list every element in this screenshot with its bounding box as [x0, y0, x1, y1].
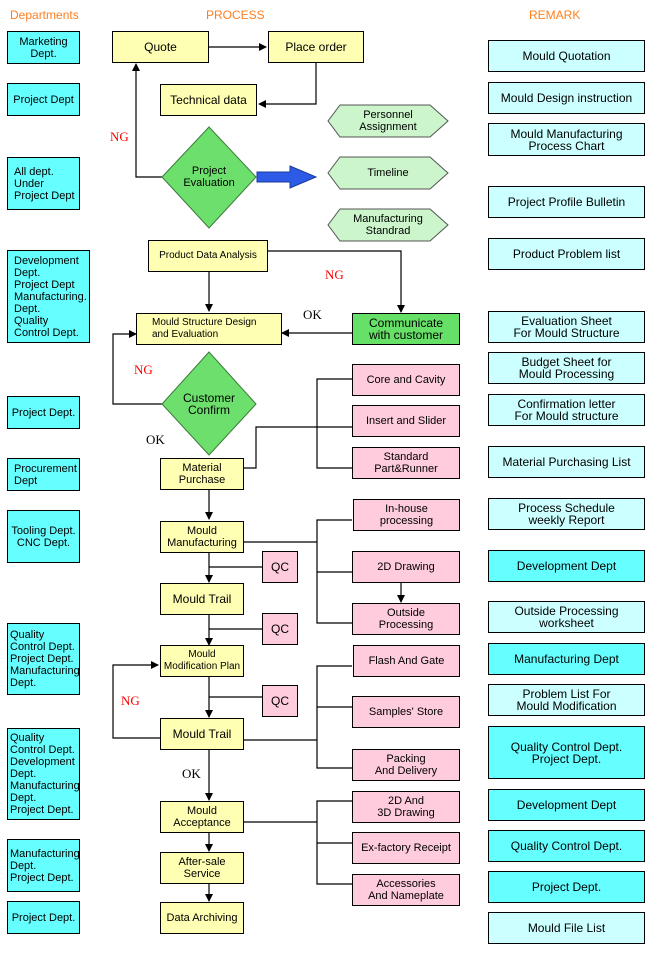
dept-development-group: Development Dept. Project Dept Manufactu… [7, 250, 90, 343]
technical-data-box: Technical data [160, 84, 257, 116]
ng-label-mould-trail: NG [121, 693, 140, 708]
remark-budget-sheet: Budget Sheet for Mould Processing [488, 352, 645, 384]
remark-quality-project-dept: Quality Control Dept. Project Dept. [488, 726, 645, 779]
samples-store-box: Samples' Store [352, 696, 460, 728]
arrow-confirm-ng-to-structure [112, 330, 162, 405]
place-order-box: Place order [268, 31, 364, 63]
ng-label-analysis: NG [325, 267, 344, 282]
accessories-nameplate-box: Accessories And Nameplate [352, 874, 460, 906]
line-flash-to-packing [316, 665, 352, 769]
remark-product-problem-list: Product Problem list [488, 238, 645, 270]
remark-quality-control-dept: Quality Control Dept. [488, 830, 645, 862]
ng-label-customer-confirm: NG [134, 362, 153, 377]
customer-confirm-diamond [161, 351, 257, 456]
remark-project-profile-bulletin: Project Profile Bulletin [488, 186, 645, 218]
inhouse-processing-box: In-house processing [353, 499, 460, 531]
arrow-trail-ng-to-modification [112, 661, 160, 739]
mould-acceptance-box: Mould Acceptance [160, 801, 244, 833]
dept-manufacturing-project: Manufacturing Dept. Project Dept. [7, 839, 80, 892]
quote-box: Quote [112, 31, 209, 63]
remark-manufacturing-dept: Manufacturing Dept [488, 643, 645, 675]
line-core-to-standard [316, 378, 352, 469]
arrow-analysis-to-communicate [268, 250, 405, 313]
remark-material-purchasing-list: Material Purchasing List [488, 446, 645, 478]
dept-project-1: Project Dept [7, 83, 80, 116]
dept-project-3: Project Dept. [7, 901, 80, 934]
remark-problem-list-modification: Problem List For Mould Modification [488, 684, 645, 716]
outside-processing-box: Outside Processing [352, 603, 460, 635]
mould-trail-box-1: Mould Trail [160, 583, 244, 615]
communicate-customer-box: Communicate with customer [352, 313, 460, 345]
dept-project-2: Project Dept. [7, 396, 80, 429]
mould-manufacturing-box: Mould Manufacturing [160, 521, 244, 553]
ng-label-project-eval: NG [110, 129, 129, 144]
product-data-analysis-box: Product Data Analysis [148, 240, 268, 272]
ok-label-communicate: OK [303, 307, 322, 322]
remark-development-dept-2: Development Dept [488, 789, 645, 821]
mould-modification-plan-box: Mould Modification Plan [160, 645, 244, 677]
personnel-assignment-hexagon [327, 104, 449, 138]
remark-header: REMARK [529, 8, 581, 22]
ok-label-mould-trail: OK [182, 766, 201, 781]
flash-gate-box: Flash And Gate [353, 645, 460, 677]
arrow-order-to-technical [258, 62, 317, 108]
customer-confirm-label: Customer Confirm [182, 391, 235, 417]
remark-development-dept-1: Development Dept [488, 550, 645, 582]
insert-slider-box: Insert and Slider [352, 405, 460, 437]
arrow-eval-ng-to-quote [132, 63, 162, 178]
dept-marketing: Marketing Dept. [7, 31, 80, 64]
remark-outside-processing-worksheet: Outside Processing worksheet [488, 601, 645, 633]
remark-mould-quotation: Mould Quotation [488, 40, 645, 72]
qc-box-1: QC [262, 551, 298, 583]
process-header: PROCESS [206, 8, 265, 22]
standard-part-runner-box: Standard Part&Runner [352, 447, 460, 479]
remark-evaluation-sheet: Evaluation Sheet For Mould Structure [488, 311, 645, 343]
remark-confirmation-letter: Confirmation letter For Mould structure [488, 394, 645, 426]
dept-quality-development-group: Quality Control Dept. Development Dept. … [7, 728, 80, 820]
manufacturing-standard-label: Manufacturing Standrad [353, 213, 423, 237]
after-sale-service-box: After-sale Service [160, 852, 244, 884]
timeline-label: Timeline [367, 167, 409, 179]
project-evaluation-label: Project Evaluation [183, 165, 235, 189]
dept-procurement: Procurement Dept [7, 458, 80, 491]
ex-factory-receipt-box: Ex-factory Receipt [352, 832, 460, 864]
personnel-assignment-label: Personnel Assignment [359, 109, 417, 133]
remark-process-schedule: Process Schedule weekly Report [488, 498, 645, 530]
data-archiving-box: Data Archiving [160, 902, 244, 934]
2d-drawing-box: 2D Drawing [352, 551, 460, 583]
packing-delivery-box: Packing And Delivery [352, 749, 460, 781]
2d-3d-drawing-box: 2D And 3D Drawing [352, 791, 460, 823]
material-purchase-box: Material Purchase [160, 458, 244, 490]
manufacturing-standard-hexagon [327, 208, 449, 242]
dept-quality-group: Quality Control Dept. Project Dept. Manu… [7, 623, 80, 695]
remark-mould-design-instruction: Mould Design instruction [488, 82, 645, 114]
remark-process-chart: Mould Manufacturing Process Chart [488, 123, 645, 156]
dept-tooling-cnc: Tooling Dept. CNC Dept. [7, 510, 80, 563]
remark-project-dept: Project Dept. [488, 871, 645, 903]
ok-label-customer-confirm: OK [146, 432, 165, 447]
departments-header: Departments [10, 8, 79, 22]
core-cavity-box: Core and Cavity [352, 364, 460, 396]
remark-mould-file-list: Mould File List [488, 912, 645, 944]
mould-structure-design-box: Mould Structure Design and Evaluation [136, 313, 282, 345]
qc-box-2: QC [262, 613, 298, 645]
mould-trail-box-2: Mould Trail [160, 718, 244, 750]
qc-box-3: QC [262, 685, 298, 717]
project-evaluation-diamond [161, 126, 257, 229]
dept-all-under-project: All dept. Under Project Dept [7, 157, 80, 210]
timeline-hexagon [327, 156, 449, 190]
line-purchase-to-insert [244, 426, 352, 469]
blue-arrow-icon [256, 165, 318, 189]
